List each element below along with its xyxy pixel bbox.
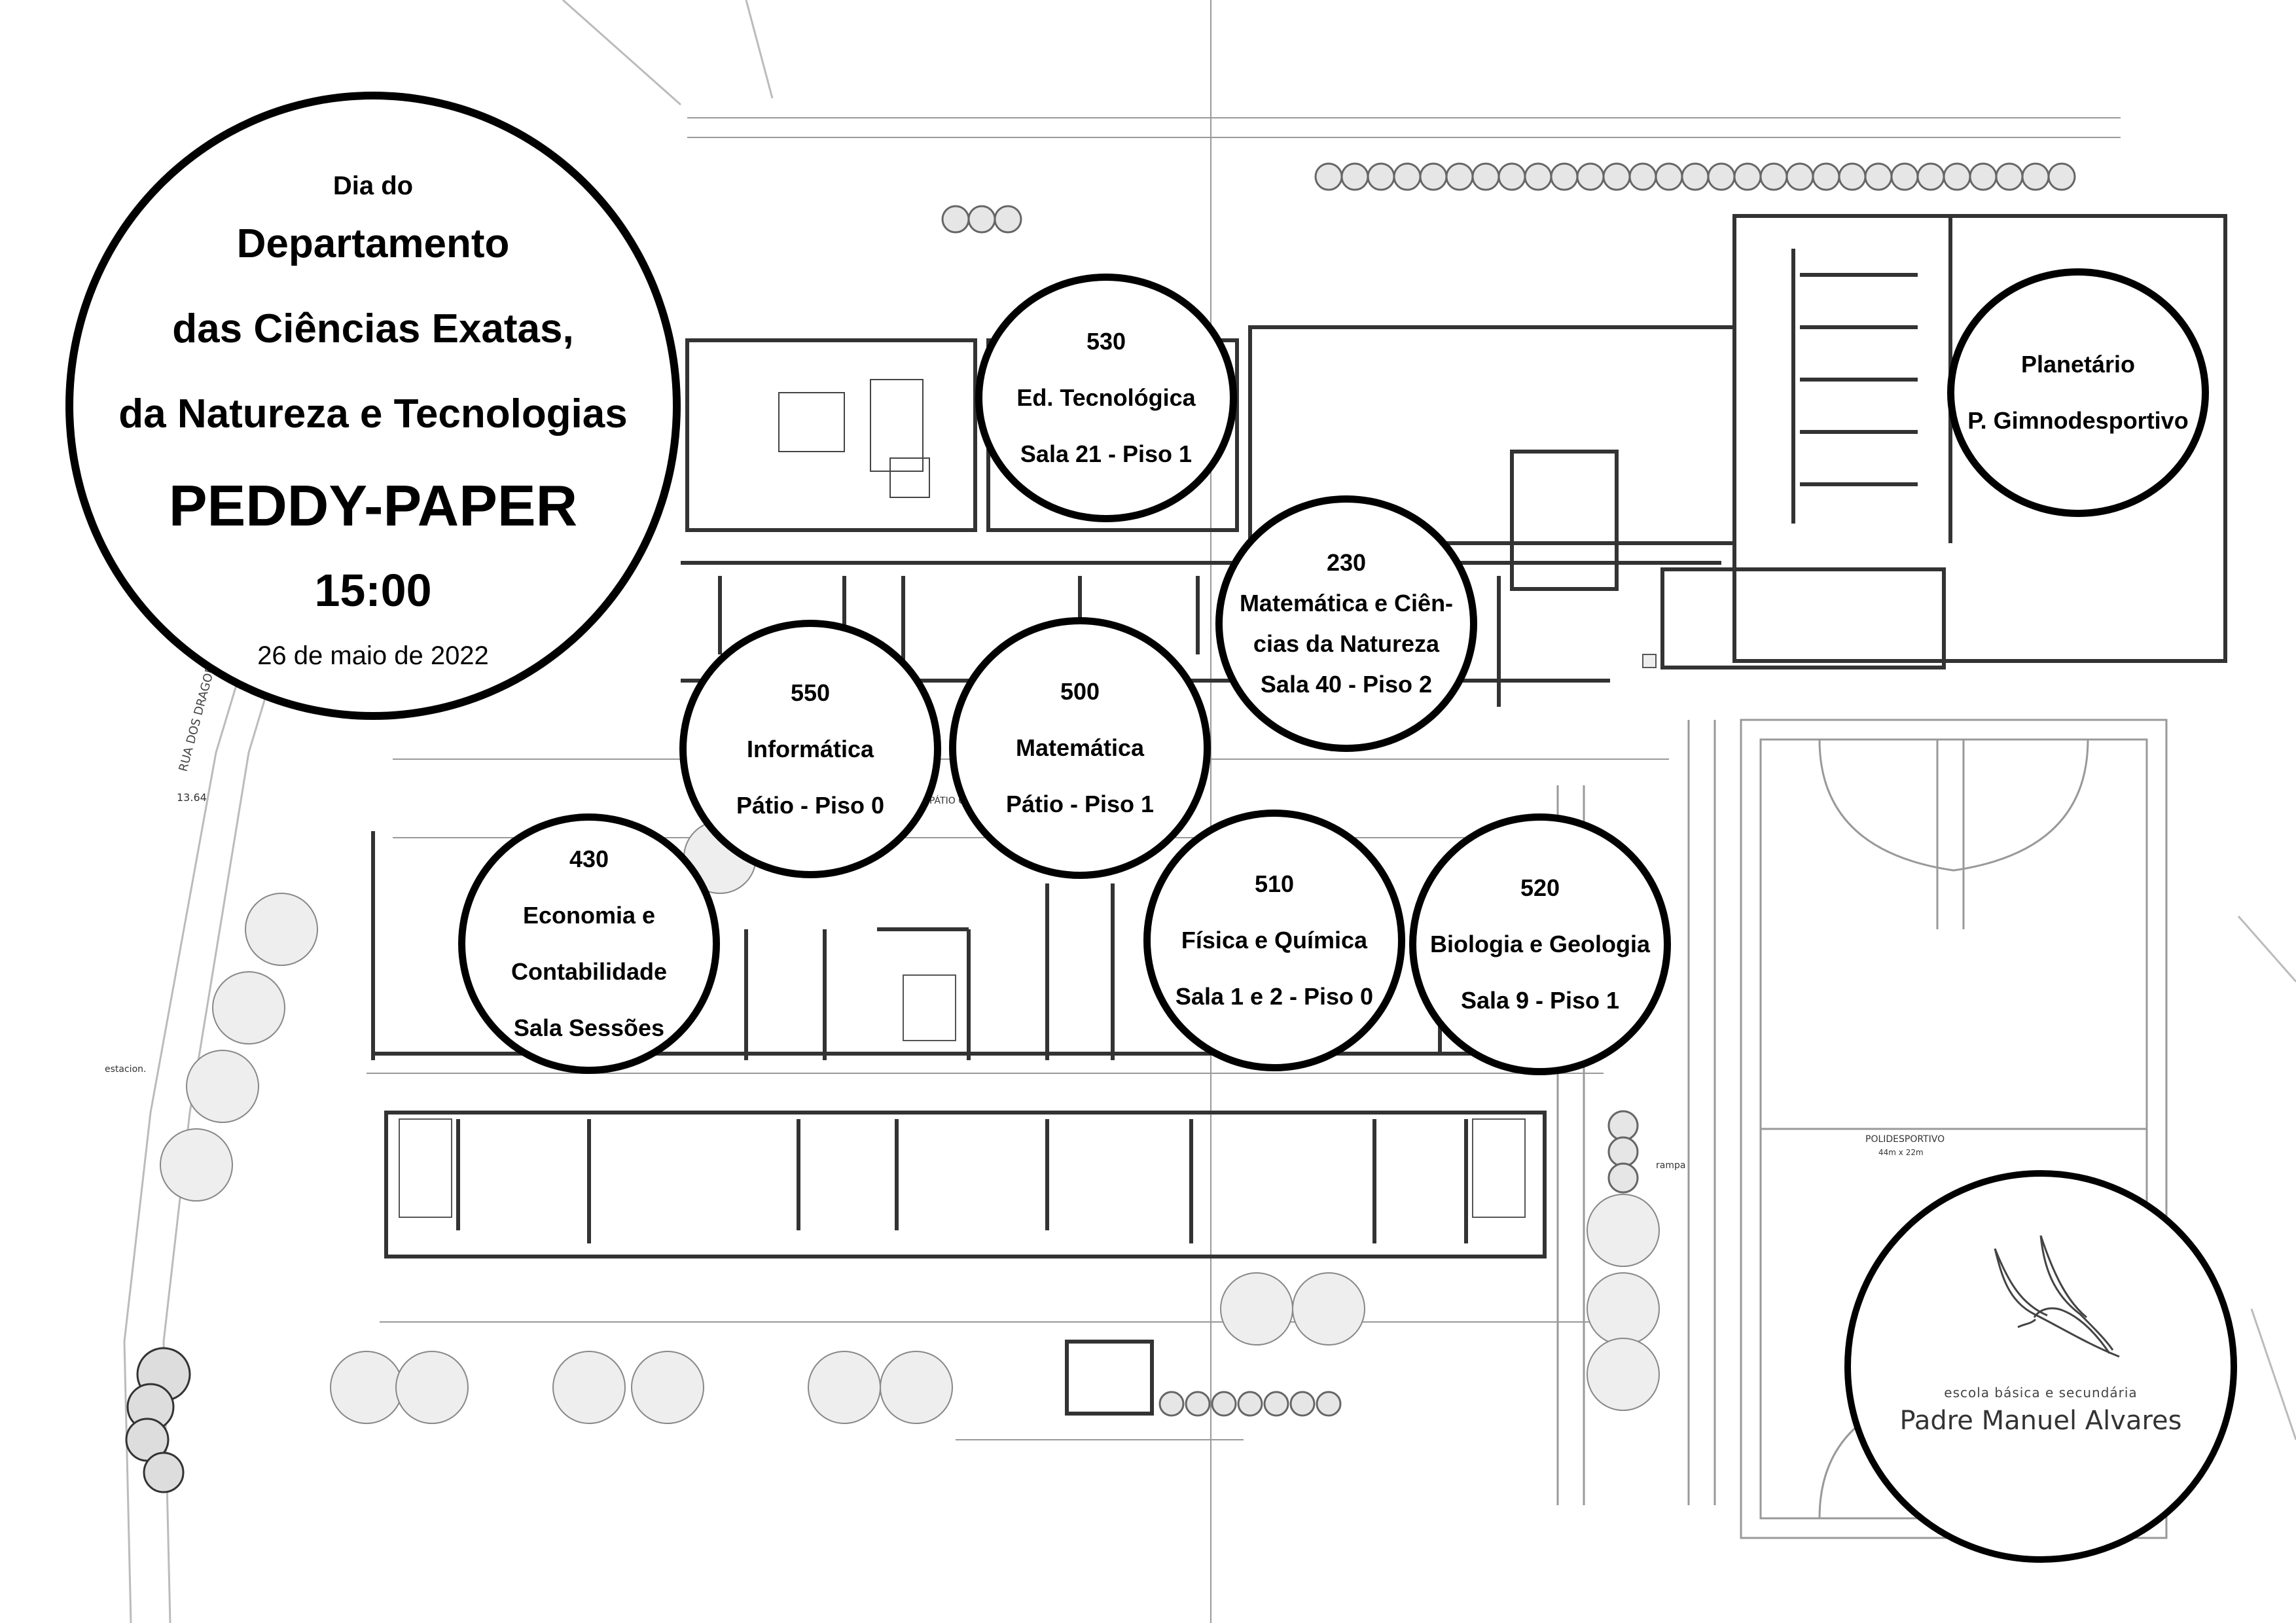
station-label: cias da Natureza xyxy=(1253,630,1440,657)
station-label: Pátio - Piso 1 xyxy=(1005,791,1155,817)
title-line-4: da Natureza e Tecnologias xyxy=(118,391,628,437)
sports-size-label: 44m x 22m xyxy=(1878,1148,1924,1157)
title-block: Dia do Departamento das Ciências Exatas,… xyxy=(65,92,681,720)
station-label: 500 xyxy=(1060,678,1100,705)
parking-label: estacion. xyxy=(105,1064,146,1075)
station-label: Informática xyxy=(746,735,874,762)
station-label: 430 xyxy=(569,846,609,872)
event-date: 26 de maio de 2022 xyxy=(257,641,489,670)
station-label: Economia e xyxy=(522,902,656,929)
school-logo: escola básica e secundária Padre Manuel … xyxy=(1844,1170,2237,1563)
station-label: Sala 21 - Piso 1 xyxy=(1020,440,1193,467)
ramp-label: rampa xyxy=(1656,1160,1685,1171)
station-label: 550 xyxy=(790,679,831,706)
station-label: Matemática xyxy=(1015,734,1145,761)
event-time: 15:00 xyxy=(314,565,432,616)
station-label: Contabilidade xyxy=(511,958,667,985)
station-510: 510 Física e Química Sala 1 e 2 - Piso 0 xyxy=(1143,810,1405,1071)
station-planetario: Planetário P. Gimnodesportivo xyxy=(1947,268,2209,517)
station-label: Sala 9 - Piso 1 xyxy=(1460,987,1620,1014)
station-label: 510 xyxy=(1254,870,1295,897)
station-label: 530 xyxy=(1086,328,1126,355)
title-line-2: Departamento xyxy=(236,221,510,266)
station-label: 230 xyxy=(1326,549,1367,576)
station-label: Matemática e Ciên- xyxy=(1239,590,1454,616)
station-label: Biologia e Geologia xyxy=(1429,931,1651,957)
event-title: PEDDY-PAPER xyxy=(168,473,578,538)
sports-label: POLIDESPORTIVO xyxy=(1865,1134,1945,1145)
elevation-label: 13.64 xyxy=(177,791,207,804)
title-line-3: das Ciências Exatas, xyxy=(172,306,574,351)
street-label: RUA DOS DRAGOES xyxy=(177,657,220,773)
station-550: 550 Informática Pátio - Piso 0 xyxy=(679,620,941,878)
station-500: 500 Matemática Pátio - Piso 1 xyxy=(949,617,1211,879)
logo-subtitle: escola básica e secundária xyxy=(1944,1385,2138,1400)
station-520: 520 Biologia e Geologia Sala 9 - Piso 1 xyxy=(1409,813,1671,1075)
station-530: 530 Ed. Tecnológica Sala 21 - Piso 1 xyxy=(975,274,1237,522)
station-label: Ed. Tecnológica xyxy=(1016,384,1196,411)
station-label: 520 xyxy=(1520,874,1560,901)
station-label: Sala 1 e 2 - Piso 0 xyxy=(1175,983,1374,1010)
station-label: Física e Química xyxy=(1181,927,1368,954)
bird-icon xyxy=(1994,1235,2120,1358)
station-label: Planetário xyxy=(2020,351,2136,378)
title-line-1: Dia do xyxy=(332,171,414,200)
station-label: Sala Sessões xyxy=(513,1014,665,1041)
station-label: P. Gimnodesportivo xyxy=(1967,407,2189,434)
logo-name: Padre Manuel Alvares xyxy=(1899,1406,2182,1436)
station-230: 230 Matemática e Ciên- cias da Natureza … xyxy=(1215,495,1477,752)
station-label: Sala 40 - Piso 2 xyxy=(1260,671,1433,698)
station-430: 430 Economia e Contabilidade Sala Sessõe… xyxy=(458,813,720,1074)
station-label: Pátio - Piso 0 xyxy=(736,791,885,819)
